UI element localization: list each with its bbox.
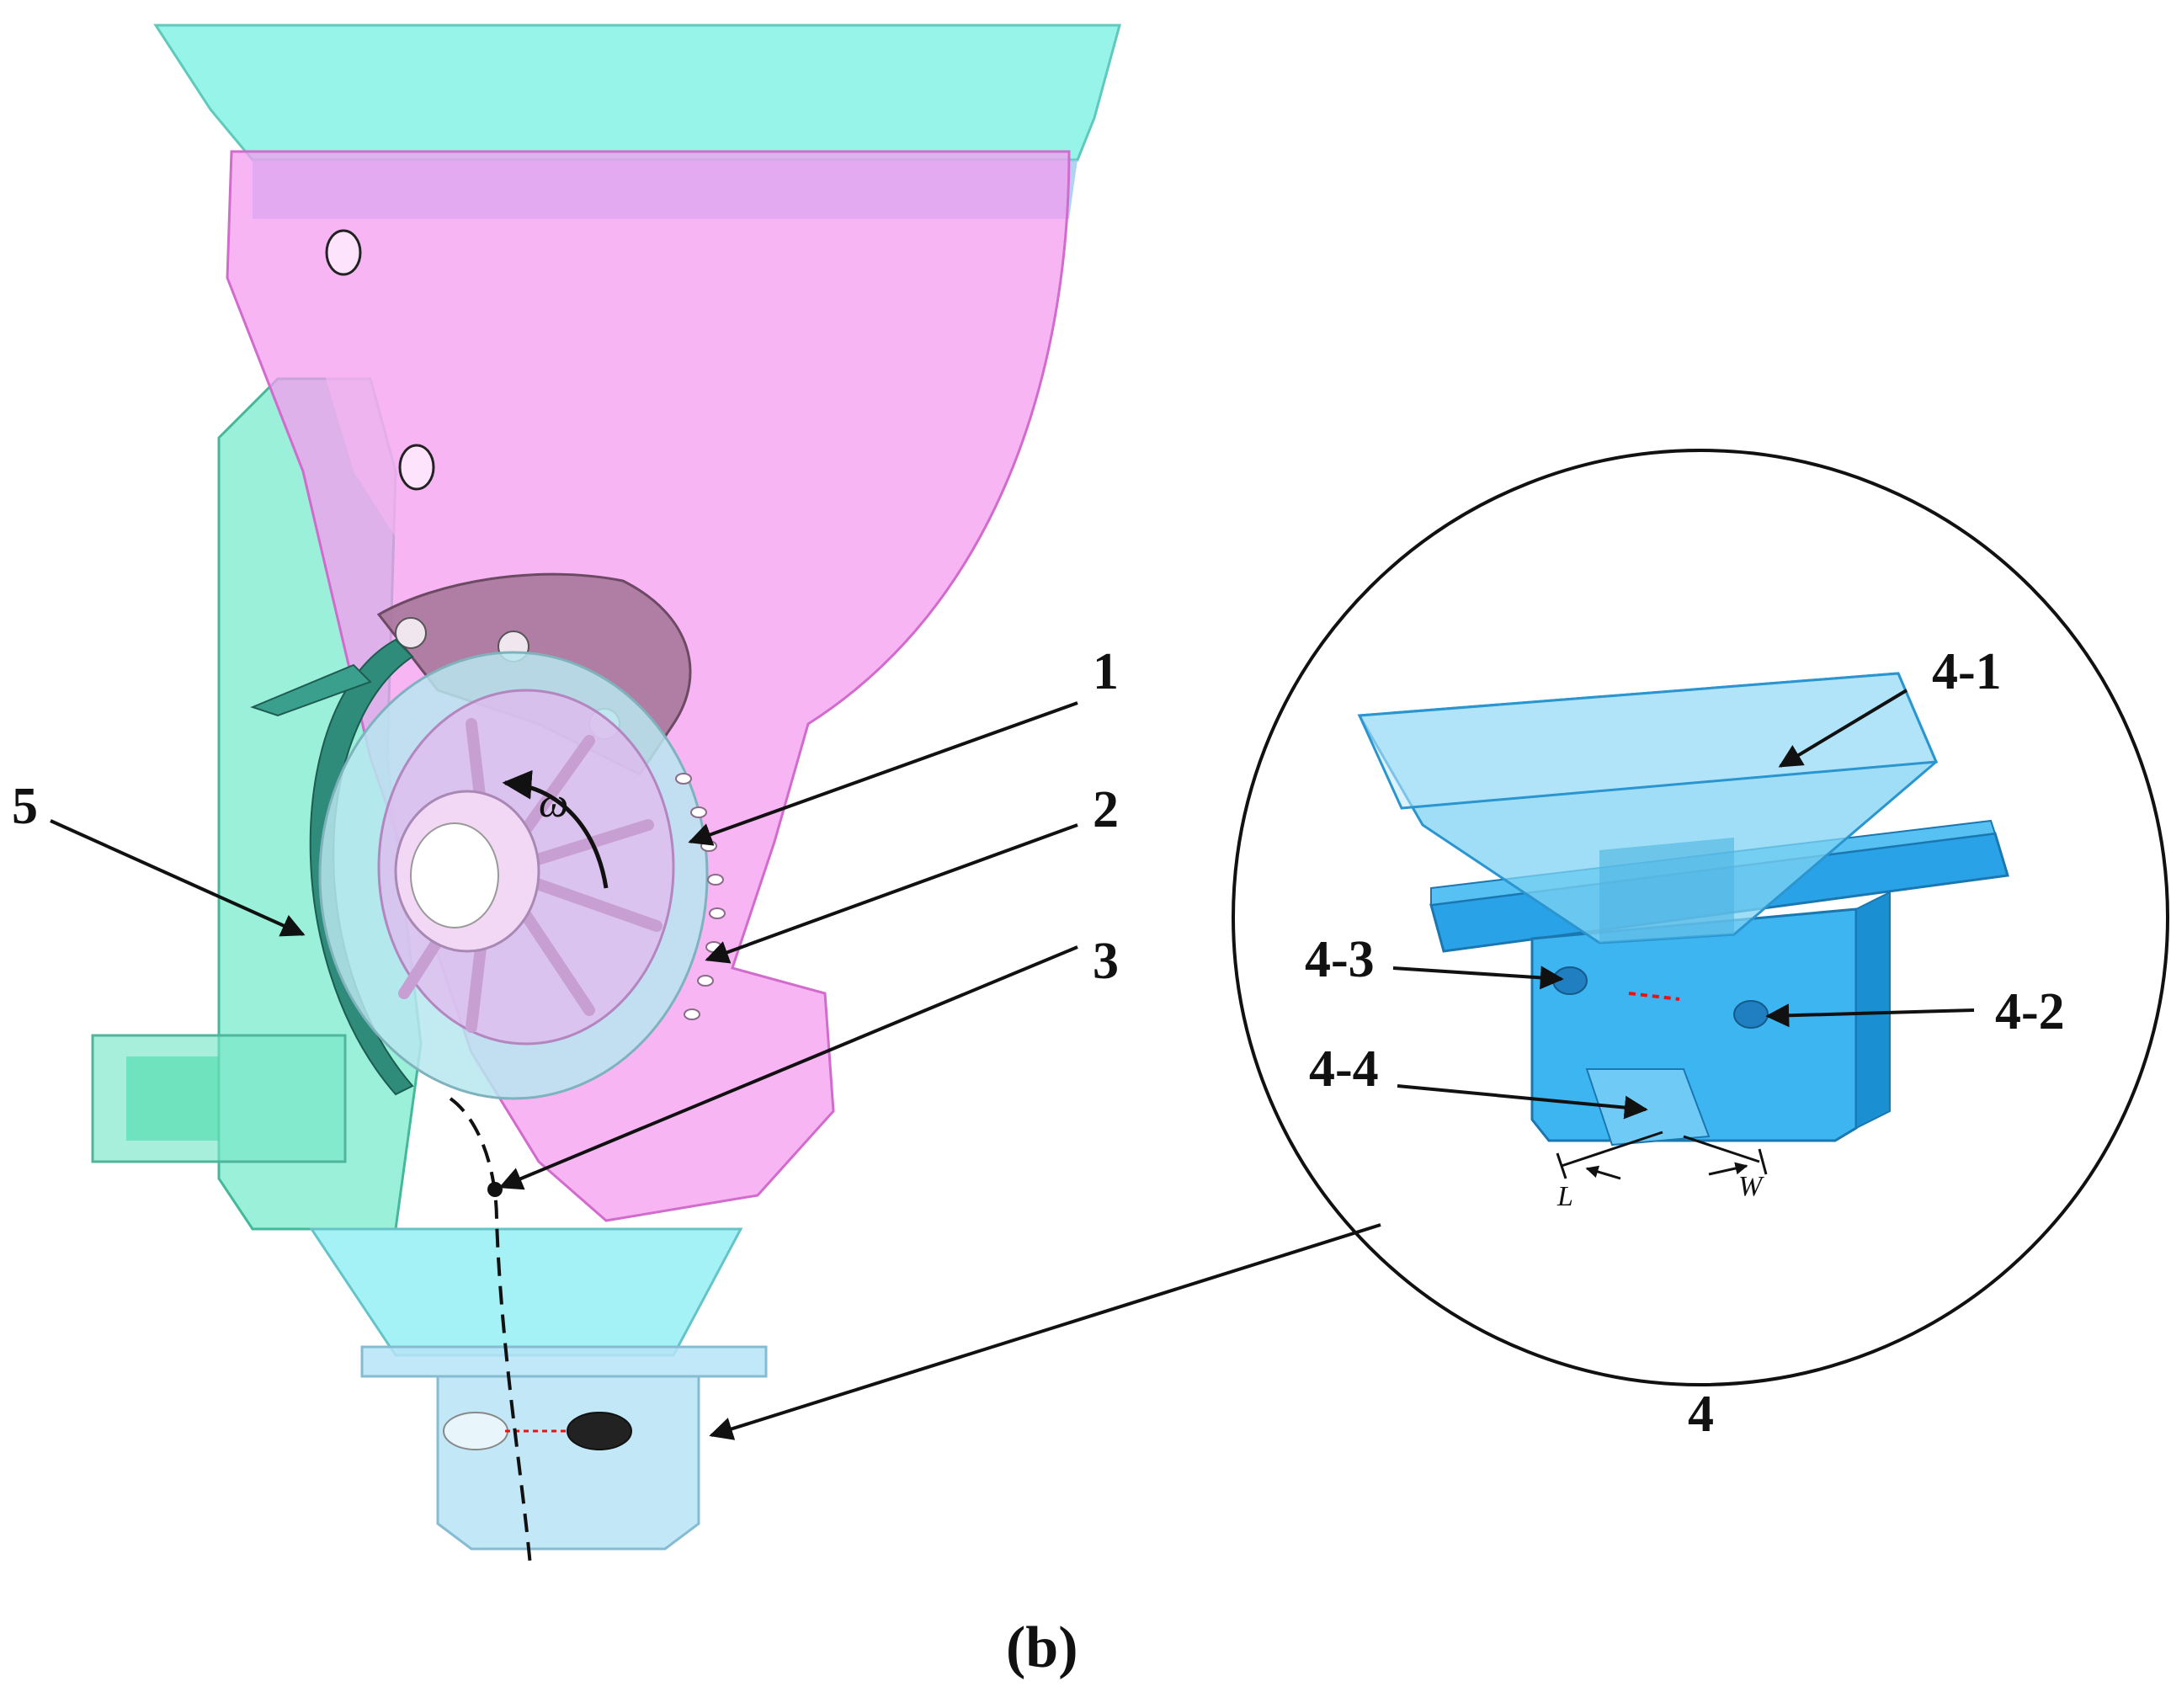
detail-beam: [1628, 992, 1680, 1001]
label-part-4-2: 4-2: [1995, 983, 2065, 1040]
detail-circle: [1232, 449, 2169, 1386]
rotation-arrow: [502, 769, 609, 889]
metering-wheel: [318, 651, 709, 1100]
label-part-2: 2: [1093, 781, 1119, 838]
dim-w-label: W: [1738, 1171, 1764, 1202]
detail-funnel-throat: [1599, 838, 1734, 943]
scraper-fins: [250, 663, 372, 717]
label-part-5: 5: [12, 778, 38, 835]
sensor-receiver: [567, 1412, 632, 1450]
lower-funnel: [309, 1227, 743, 1357]
seed-drop-point: [487, 1182, 503, 1197]
flange-plate: [360, 1345, 768, 1378]
sensor-housing: [436, 1375, 700, 1551]
sensor-detail: L W: [1357, 672, 2009, 1212]
wheel-bore: [410, 822, 499, 928]
seed-trajectory: [449, 1097, 532, 1567]
detail-hole-right: [1733, 1000, 1769, 1029]
side-bracket-inner: [126, 1056, 219, 1141]
label-part-3: 3: [1093, 933, 1119, 990]
label-part-4: 4: [1688, 1386, 1714, 1443]
scraper-strip: [309, 638, 414, 1096]
detail-funnel-rim: [1357, 672, 1939, 810]
label-part-4-3: 4-3: [1305, 931, 1375, 988]
seed-box-inner: [278, 219, 1044, 699]
seed-box-screws: [325, 229, 435, 491]
main-leaders: [50, 701, 1381, 1440]
dim-l-label: L: [1556, 1181, 1573, 1212]
detail-hole-left: [1552, 966, 1588, 995]
top-hopper: [153, 24, 1121, 162]
label-part-4-1: 4-1: [1932, 643, 2002, 700]
detail-leaders: [1392, 689, 1975, 1120]
metering-device: ω: [91, 24, 1121, 1567]
omega-label: ω: [539, 779, 568, 826]
figure-caption: (b): [1006, 1615, 1078, 1680]
dimension-marks: [1556, 1131, 1768, 1180]
sensor-emitter: [443, 1412, 508, 1450]
detail-housing-side: [1855, 891, 1891, 1130]
label-part-4-4: 4-4: [1309, 1040, 1379, 1098]
label-part-1: 1: [1093, 643, 1119, 700]
